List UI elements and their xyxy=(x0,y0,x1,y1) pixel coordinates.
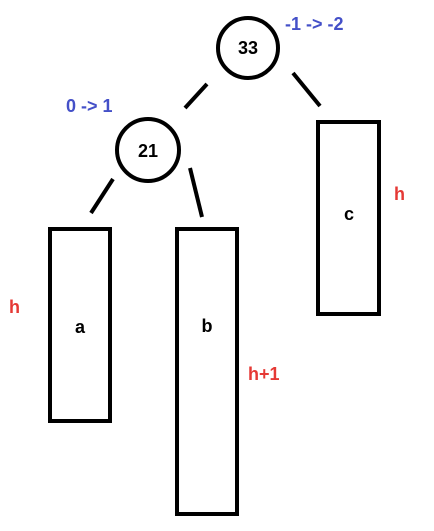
subtree-c-box xyxy=(316,120,381,316)
node-33-key: 33 xyxy=(238,38,258,58)
edge-21-to-b xyxy=(188,167,204,218)
subtree-b-label: b xyxy=(202,316,213,336)
subtree-a-label: a xyxy=(75,317,86,337)
subtree-c-height: h xyxy=(394,184,405,204)
node-21: 21 xyxy=(115,117,181,183)
subtree-a: a xyxy=(48,227,112,423)
subtree-b-box xyxy=(175,227,239,516)
subtree-a-box xyxy=(48,227,112,423)
node-21-key: 21 xyxy=(138,141,158,161)
subtree-b: b xyxy=(175,227,239,516)
node-33-balance: -1 -> -2 xyxy=(285,14,344,34)
node-21-circle xyxy=(115,117,181,183)
edge-33-to-21 xyxy=(183,82,209,110)
subtree-a-height: h xyxy=(9,297,20,317)
edge-33-to-c xyxy=(291,71,322,108)
subtree-b-height: h+1 xyxy=(248,364,280,384)
node-21-balance: 0 -> 1 xyxy=(66,96,113,116)
subtree-c-label: c xyxy=(344,204,354,224)
node-33: 33 xyxy=(216,16,280,80)
node-33-circle xyxy=(216,16,280,80)
subtree-c: c xyxy=(316,120,381,316)
edge-21-to-a xyxy=(89,177,115,215)
